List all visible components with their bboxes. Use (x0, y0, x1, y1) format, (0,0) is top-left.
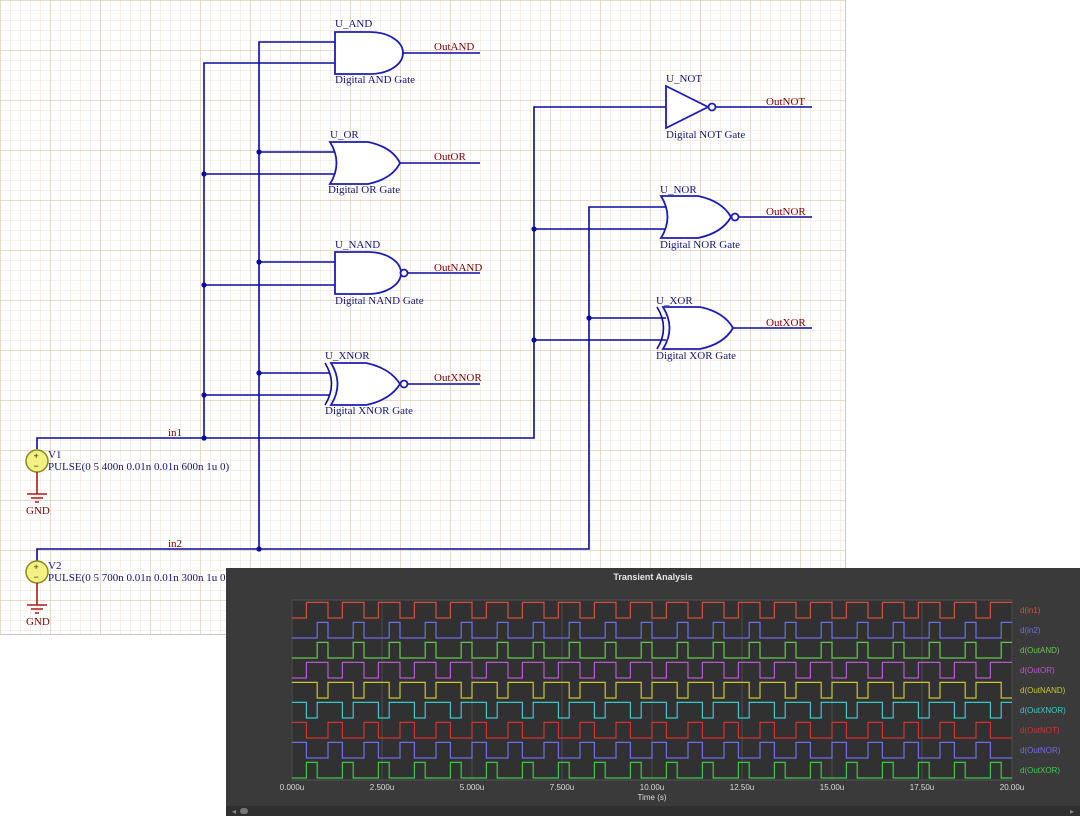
schematic-canvas[interactable]: U_AND Digital AND Gate OutAND U_OR Digit… (0, 0, 846, 635)
legend-entry: d(OutNAND) (1020, 686, 1066, 695)
trace-doutxor (292, 761, 1012, 779)
x-axis-ticks: 0.000u 2.500u 5.000u 7.500u 10.00u 12.50u 15.0… (280, 783, 1024, 792)
voltage-source-v2[interactable]: + − V2 PULSE(0 5 700n 0.01n 0.01n 300n 1… (25, 560, 230, 628)
or-gate-ref: U_OR (330, 129, 359, 141)
trace-doutor (292, 661, 1012, 679)
transient-analysis-panel[interactable]: Transient Analysis 0.000u 2.500u 5.000u 7.5… (226, 568, 1080, 816)
xor-gate-desc: Digital XOR Gate (656, 350, 736, 362)
and-gate-desc: Digital AND Gate (335, 74, 415, 86)
nor-gate-ref: U_NOR (660, 184, 697, 196)
legend-entry: d(OutXNOR) (1020, 706, 1066, 715)
net-label-in2: in2 (168, 538, 182, 550)
legend-entry: d(in1) (1020, 606, 1041, 615)
and-gate-ref: U_AND (335, 18, 372, 30)
v1-gnd-label: GND (26, 505, 50, 517)
trace-doutnor (292, 741, 1012, 759)
xnor-gate-ref: U_XNOR (325, 350, 370, 362)
x-tick-label: 2.500u (370, 783, 394, 792)
v1-minus-sign: − (34, 461, 39, 471)
v1-ref: V1 (48, 449, 61, 461)
net-label-in1: in1 (168, 427, 182, 439)
trace-din2 (292, 621, 1012, 639)
trace-doutnand (292, 681, 1012, 699)
or-gate[interactable]: U_OR Digital OR Gate OutOR (328, 129, 480, 196)
v1-plus-sign: + (34, 451, 39, 461)
net-label-outand: OutAND (434, 41, 474, 53)
legend-entry: d(OutXOR) (1020, 766, 1060, 775)
xor-gate[interactable]: U_XOR Digital XOR Gate OutXOR (656, 295, 812, 362)
v1-value: PULSE(0 5 400n 0.01n 0.01n 600n 1u 0) (48, 461, 230, 473)
legend-entry: d(OutAND) (1020, 646, 1060, 655)
v2-gnd-label: GND (26, 616, 50, 628)
scroll-left-arrow-icon[interactable]: ◂ (232, 807, 237, 816)
schematic-drawing: U_AND Digital AND Gate OutAND U_OR Digit… (25, 18, 812, 628)
nand-gate-ref: U_NAND (335, 239, 380, 251)
x-tick-label: 10.00u (640, 783, 664, 792)
trace-doutand (292, 641, 1012, 659)
legend-entry: d(in2) (1020, 626, 1041, 635)
x-tick-label: 17.50u (910, 783, 934, 792)
xnor-gate-desc: Digital XNOR Gate (325, 405, 413, 417)
or-gate-desc: Digital OR Gate (328, 184, 400, 196)
xnor-gate[interactable]: U_XNOR Digital XNOR Gate OutXNOR (324, 350, 482, 417)
x-tick-label: 20.00u (1000, 783, 1024, 792)
v2-ref: V2 (48, 560, 61, 572)
nor-gate[interactable]: U_NOR Digital NOR Gate OutNOR (659, 184, 812, 251)
net-label-outxor: OutXOR (766, 317, 806, 329)
trace-doutnot (292, 721, 1012, 739)
net-label-outnand: OutNAND (434, 262, 482, 274)
horizontal-scrollbar[interactable]: ◂ ▸ (226, 806, 1080, 816)
x-tick-label: 0.000u (280, 783, 304, 792)
wire-junctions (201, 149, 592, 552)
net-label-outnot: OutNOT (766, 96, 805, 108)
legend-entry: d(OutNOT) (1020, 726, 1060, 735)
scroll-thumb[interactable] (240, 808, 248, 814)
v2-plus-sign: + (34, 562, 39, 572)
waveform-traces (292, 601, 1012, 779)
nand-gate-desc: Digital NAND Gate (335, 295, 424, 307)
legend-entry: d(OutOR) (1020, 666, 1055, 675)
nor-gate-desc: Digital NOR Gate (660, 239, 740, 251)
analysis-title: Transient Analysis (613, 572, 693, 582)
not-gate-ref: U_NOT (666, 73, 702, 85)
x-tick-label: 5.000u (460, 783, 484, 792)
voltage-source-v1[interactable]: + − V1 PULSE(0 5 400n 0.01n 0.01n 600n 1… (25, 449, 230, 517)
net-in1-wire[interactable] (36, 62, 666, 449)
nand-gate[interactable]: U_NAND Digital NAND Gate OutNAND (334, 239, 482, 307)
net-label-outnor: OutNOR (766, 206, 806, 218)
x-axis-label: Time (s) (637, 793, 666, 802)
x-tick-label: 12.50u (730, 783, 754, 792)
xor-gate-ref: U_XOR (656, 295, 693, 307)
v2-minus-sign: − (34, 572, 39, 582)
and-gate[interactable]: U_AND Digital AND Gate OutAND (334, 18, 480, 86)
waveform-legend: d(in1) d(in2) d(OutAND) d(OutOR) d(OutNAND) d… (1020, 606, 1066, 775)
scroll-right-arrow-icon[interactable]: ▸ (1069, 807, 1074, 816)
trace-din1 (292, 601, 1012, 619)
legend-entry: d(OutNOR) (1020, 746, 1061, 755)
net-in2-wire[interactable] (36, 41, 666, 561)
not-gate-desc: Digital NOT Gate (666, 129, 745, 141)
not-gate[interactable]: U_NOT Digital NOT Gate OutNOT (665, 73, 812, 141)
net-label-outxnor: OutXNOR (434, 372, 482, 384)
waveform-plot[interactable]: 0.000u 2.500u 5.000u 7.500u 10.00u 12.50u 15.0… (226, 568, 1080, 806)
trace-doutxnor (292, 701, 1012, 719)
v2-value: PULSE(0 5 700n 0.01n 0.01n 300n 1u 0) (48, 572, 230, 584)
x-tick-label: 7.500u (550, 783, 574, 792)
x-tick-label: 15.00u (820, 783, 844, 792)
net-label-outor: OutOR (434, 151, 466, 163)
